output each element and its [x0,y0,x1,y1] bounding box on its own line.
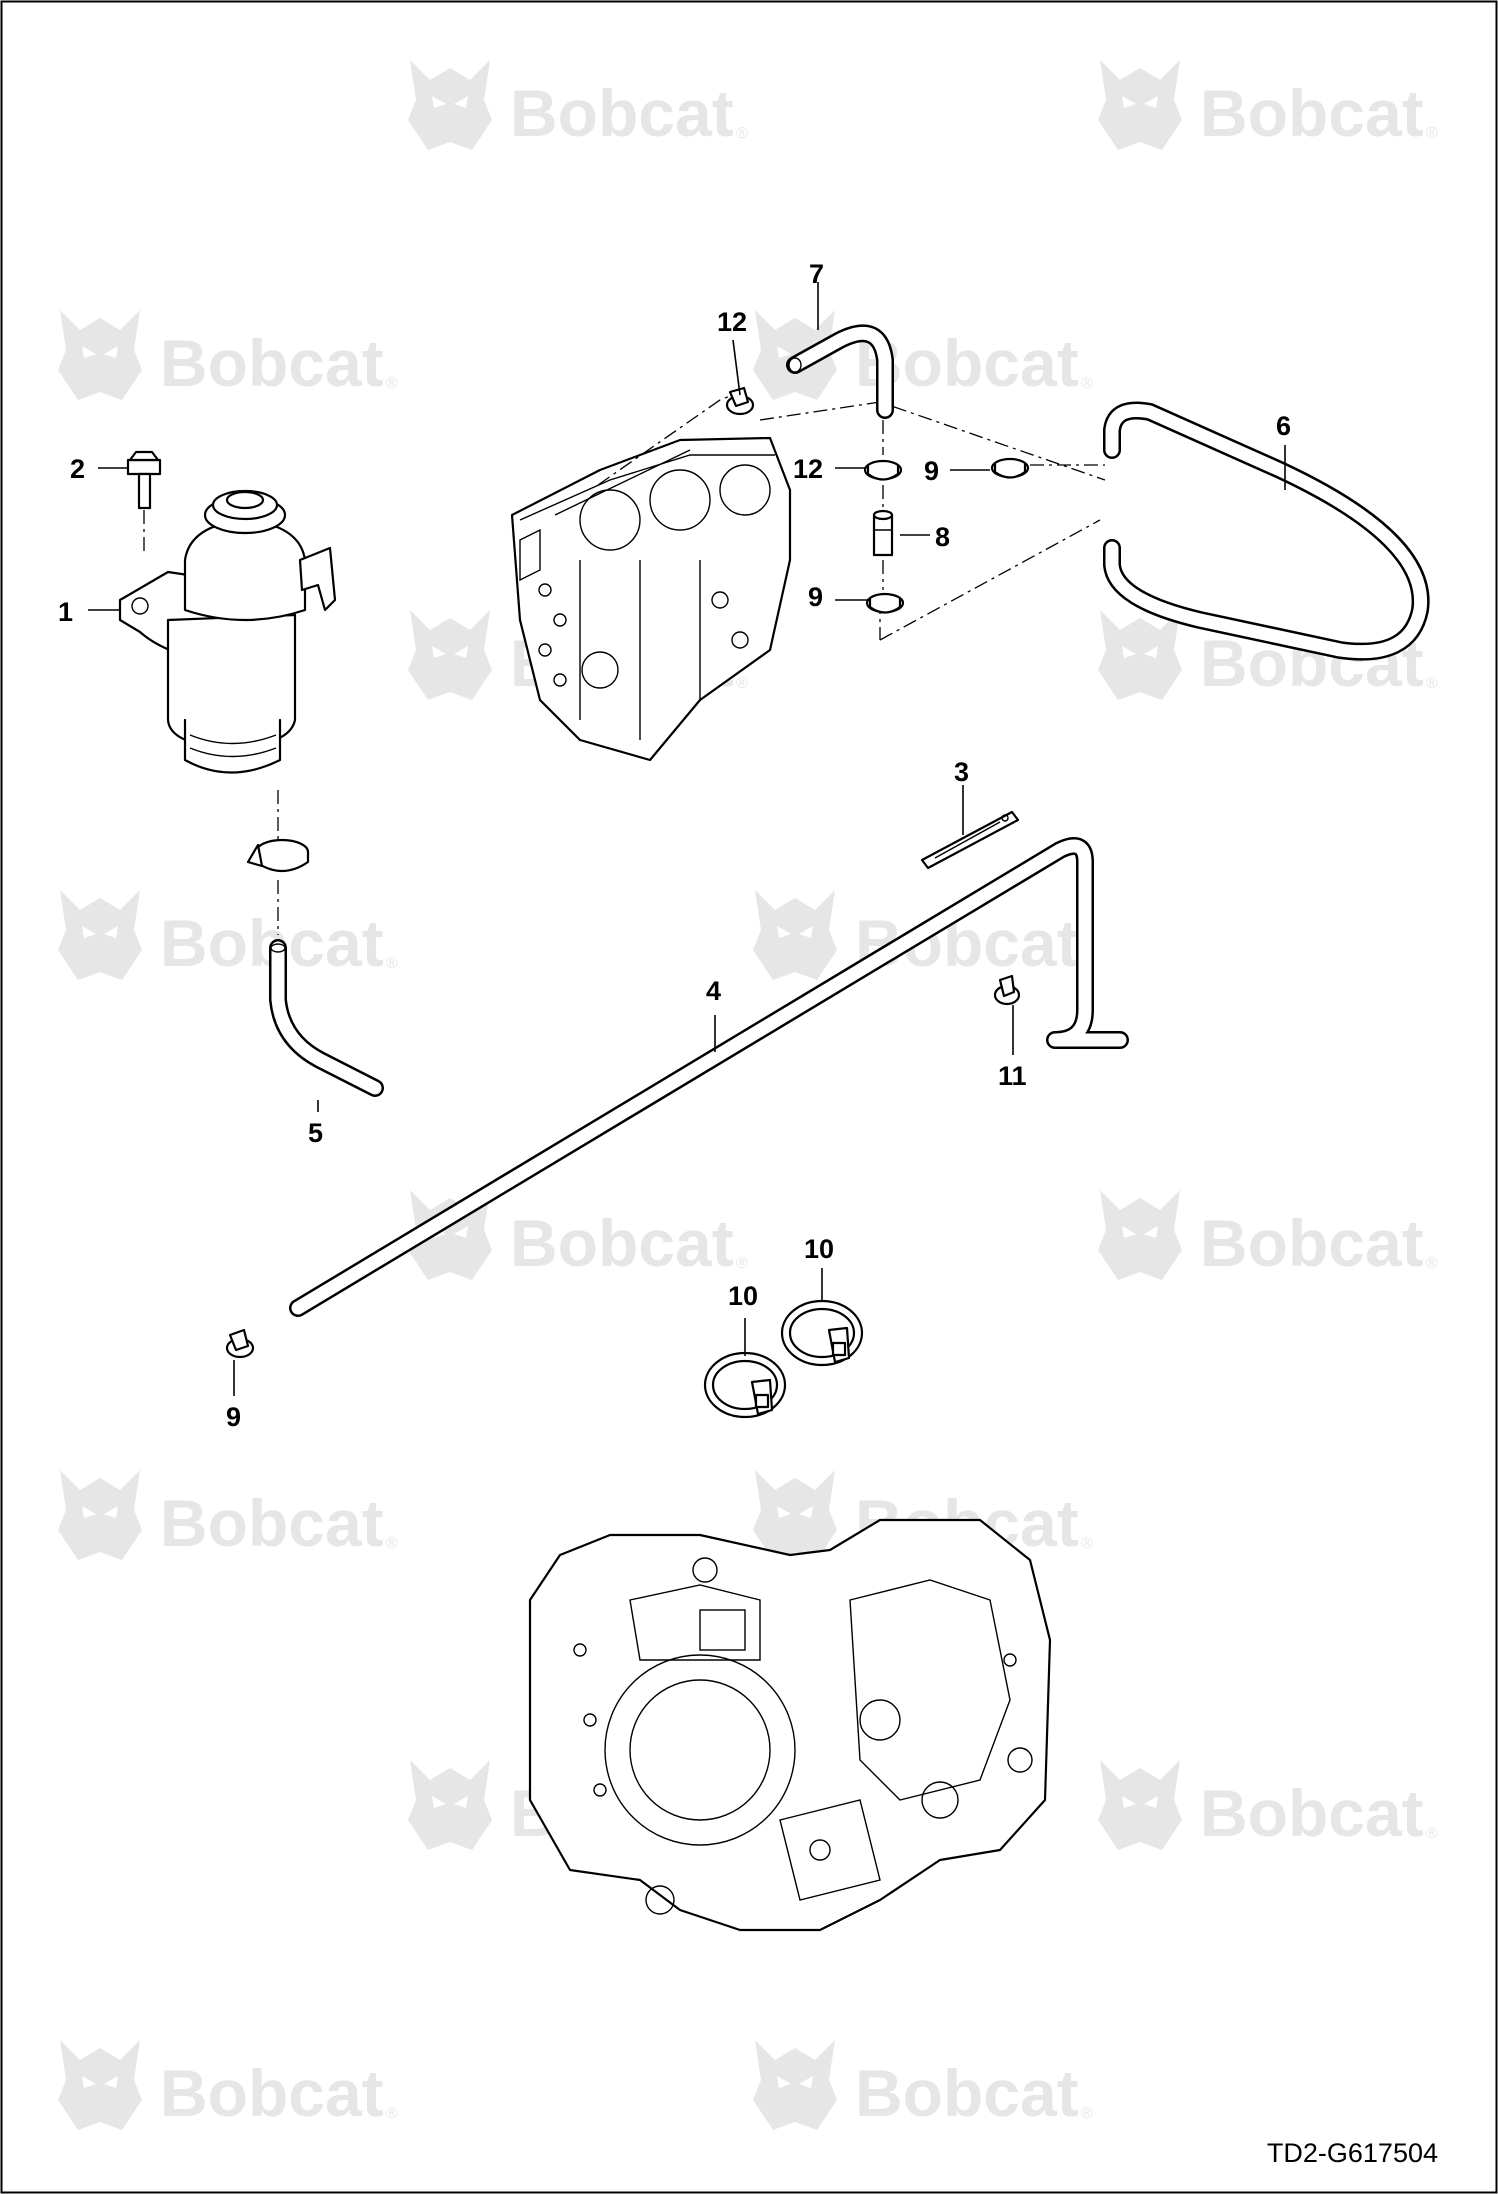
callout-labels: 1 2 3 4 5 6 7 8 9 9 9 10 10 11 12 12 [58,259,1291,1432]
watermark: Bobcat ® [1098,1760,1438,1850]
svg-text:®: ® [1081,1535,1093,1552]
callout-12-a: 12 [717,307,747,337]
fuel-filter-assembly [118,450,337,774]
hose-clamp [993,974,1021,1006]
watermark: Bobcat ® [1098,1190,1438,1280]
hose-clamp [863,459,903,481]
svg-text:®: ® [736,125,748,142]
svg-text:®: ® [386,955,398,972]
hose-clamp [990,457,1030,479]
svg-text:®: ® [736,675,748,692]
callout-2: 2 [70,454,85,484]
engine-block [510,436,792,762]
watermark: Bobcat ® [58,2040,398,2130]
svg-text:Bobcat: Bobcat [1200,1206,1424,1280]
callout-6: 6 [1276,411,1291,441]
svg-text:®: ® [386,2105,398,2122]
svg-text:®: ® [736,1255,748,1272]
watermark: Bobcat ® [58,1470,398,1560]
svg-text:®: ® [1426,675,1438,692]
leader-lines [88,282,1286,1396]
svg-text:Bobcat: Bobcat [160,326,384,400]
callout-12-b: 12 [793,454,823,484]
callout-9-c: 9 [226,1402,241,1432]
callout-9-b: 9 [808,582,823,612]
hose-4 [289,837,1129,1317]
strap [920,810,1020,870]
svg-text:®: ® [1081,375,1093,392]
v-band-clamp [780,1299,864,1367]
hose-5 [269,939,384,1097]
svg-text:Bobcat: Bobcat [510,1206,734,1280]
svg-text:®: ® [386,375,398,392]
svg-text:®: ® [1426,1255,1438,1272]
hose-clamp [725,386,755,416]
svg-text:Bobcat: Bobcat [510,76,734,150]
svg-text:Bobcat: Bobcat [160,2056,384,2130]
callout-8: 8 [935,522,950,552]
callout-4: 4 [706,976,721,1006]
hose-fitting [872,509,894,557]
hose-6 [1103,401,1430,661]
v-band-clamp [703,1351,787,1419]
callout-7: 7 [809,259,824,289]
callout-10-a: 10 [728,1281,758,1311]
callout-9-a: 9 [924,456,939,486]
watermark: Bobcat ® [408,1190,748,1280]
watermark: Bobcat ® [408,60,748,150]
hose-7 [786,324,894,419]
callout-11: 11 [998,1061,1027,1091]
hose-clamp [246,838,310,873]
callout-5: 5 [308,1118,323,1148]
callout-3: 3 [954,757,969,787]
bolt [126,450,162,510]
callout-1: 1 [58,597,73,627]
svg-text:Bobcat: Bobcat [160,1486,384,1560]
svg-text:®: ® [386,1535,398,1552]
svg-text:Bobcat: Bobcat [855,2056,1079,2130]
svg-text:Bobcat: Bobcat [1200,1776,1424,1850]
svg-text:Bobcat: Bobcat [1200,76,1424,150]
svg-text:®: ® [1426,1825,1438,1842]
watermark: Bobcat ® [753,2040,1093,2130]
hose-clamp [865,592,905,614]
svg-text:®: ® [1081,2105,1093,2122]
drawing-id: TD2-G617504 [1267,2138,1438,2168]
watermark: Bobcat ® [1098,60,1438,150]
transmission-housing [528,1518,1052,1932]
hose-clamp [225,1328,255,1359]
watermark: Bobcat ® [58,310,398,400]
callout-10-b: 10 [804,1234,834,1264]
svg-text:®: ® [1426,125,1438,142]
